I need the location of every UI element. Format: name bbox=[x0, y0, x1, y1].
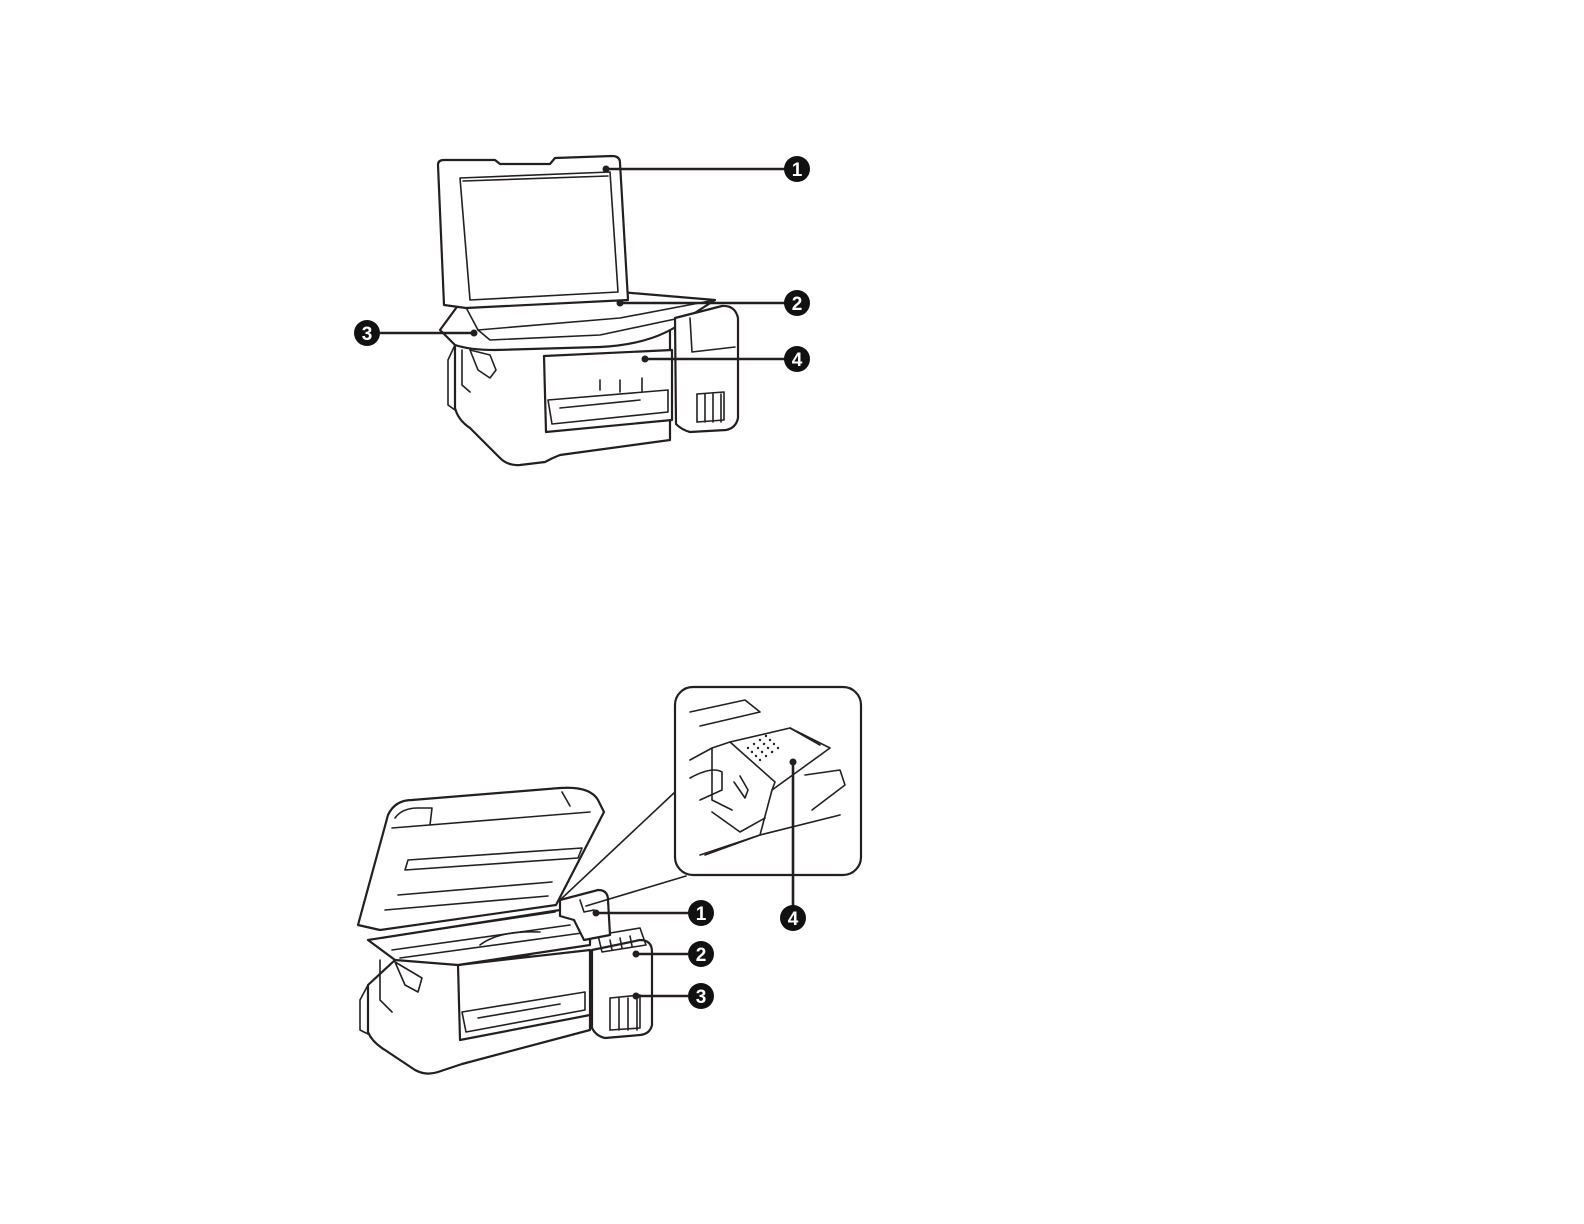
callout-number: 2 bbox=[696, 945, 707, 966]
callout-badge: 1 bbox=[784, 156, 810, 182]
callout-badge: 2 bbox=[784, 290, 810, 316]
callout-number: 1 bbox=[792, 160, 803, 181]
ink-tank-unit bbox=[675, 306, 738, 432]
callout-number: 3 bbox=[696, 987, 707, 1008]
callout-number: 1 bbox=[696, 904, 707, 925]
callout-badge: 4 bbox=[784, 346, 810, 372]
callout-number: 3 bbox=[362, 324, 373, 345]
callout-badge: 4 bbox=[780, 905, 806, 931]
printer-front-view bbox=[438, 156, 738, 465]
callout-badge: 3 bbox=[688, 983, 714, 1009]
callout-number: 2 bbox=[792, 294, 803, 315]
inset-frame bbox=[675, 687, 861, 875]
callout-badge: 1 bbox=[688, 900, 714, 926]
detail-inset bbox=[560, 687, 861, 906]
callout-badge: 2 bbox=[688, 941, 714, 967]
printer-open-view bbox=[358, 788, 652, 1074]
callout-number: 4 bbox=[792, 350, 803, 371]
callout-badge: 3 bbox=[354, 320, 380, 346]
callout-number: 4 bbox=[788, 909, 799, 930]
